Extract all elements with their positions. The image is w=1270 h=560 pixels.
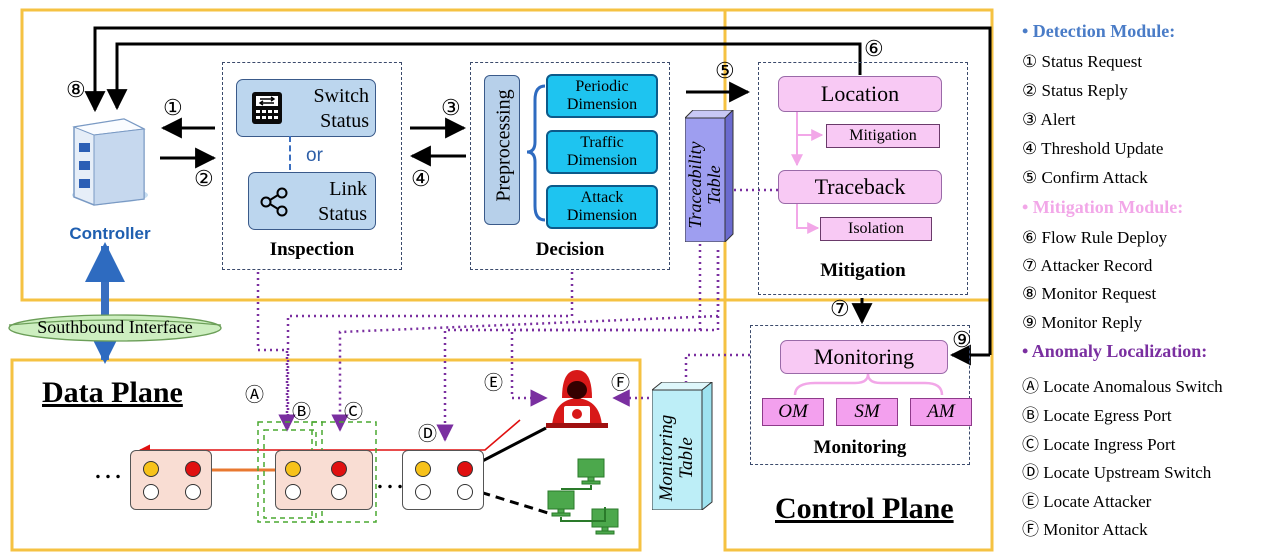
step-7: ⑦	[830, 296, 850, 321]
letter-f: Ⓕ	[611, 373, 631, 394]
control-plane-border	[723, 8, 994, 552]
legend-anomaly-item: Ⓑ Locate Egress Port	[1022, 406, 1172, 425]
traceback-box[interactable]: Traceback	[778, 170, 942, 204]
legend-anomaly-item: Ⓐ Locate Anomalous Switch	[1022, 377, 1223, 396]
monitoring-box[interactable]: Monitoring	[780, 340, 948, 374]
monitoring-title: Monitoring	[813, 437, 907, 458]
monitoring-table-label: Monitoring Table	[656, 414, 697, 502]
legend-detection-heading: • Detection Module:	[1022, 21, 1176, 41]
southbound-interface: Southbound Interface	[6, 313, 224, 343]
legend-detection-item: ② Status Reply	[1022, 81, 1128, 100]
legend-anomaly-item: Ⓔ Locate Attacker	[1022, 492, 1152, 511]
monitor-request-loop	[84, 26, 992, 355]
letter-d: Ⓓ	[418, 424, 438, 445]
control-plane-title: Control Plane	[775, 492, 954, 525]
step-1: ①	[163, 95, 183, 120]
decision-panel	[470, 62, 670, 270]
traceability-table-label: Traceability Table	[685, 141, 724, 229]
step-4: ④	[411, 166, 431, 191]
legend-detection-item: ④ Threshold Update	[1022, 139, 1164, 158]
step-5: ⑤	[715, 58, 735, 83]
traceability-table[interactable]: Traceability Table	[685, 110, 737, 242]
legend-mitigation-item: ⑧ Monitor Request	[1022, 284, 1157, 303]
legend-anomaly-item: Ⓒ Locate Ingress Port	[1022, 435, 1176, 454]
location-box[interactable]: Location	[778, 76, 942, 112]
legend-anomaly-item: Ⓓ Locate Upstream Switch	[1022, 463, 1212, 482]
attacker-icon[interactable]	[542, 366, 612, 430]
switch-3[interactable]	[402, 450, 484, 510]
letter-e: Ⓔ	[484, 373, 504, 394]
legend-detection-item: ① Status Request	[1022, 52, 1143, 71]
switch-icon	[251, 91, 283, 125]
mitigation-panel	[758, 62, 968, 295]
sm-box[interactable]: SM	[836, 398, 898, 426]
legend-mitigation-item: ⑥ Flow Rule Deploy	[1022, 228, 1168, 247]
preprocessing-box[interactable]: Preprocessing	[484, 75, 520, 225]
data-plane-border	[10, 358, 642, 552]
preprocessing-label: Preprocessing	[492, 89, 515, 202]
data-plane-title: Data Plane	[42, 376, 183, 409]
step-2: ②	[194, 166, 214, 191]
letter-a: Ⓐ	[245, 385, 265, 406]
monitoring-table[interactable]: Monitoring Table	[652, 382, 714, 510]
or-connector	[289, 136, 291, 170]
isolation-scroll[interactable]: Isolation	[820, 217, 932, 241]
legend-detection-item: ⑤ Confirm Attack	[1022, 168, 1148, 187]
or-label: or	[306, 145, 323, 166]
ellipsis-mid: …	[375, 462, 405, 495]
flow-rule-line	[106, 42, 862, 111]
legend-mitigation-heading: • Mitigation Module:	[1022, 197, 1184, 217]
legend-mitigation-item: ⑦ Attacker Record	[1022, 256, 1153, 275]
southbound-label: Southbound Interface	[37, 317, 193, 337]
legend-anomaly-heading: • Anomaly Localization:	[1022, 341, 1208, 361]
inspection-panel	[222, 62, 402, 270]
step-6: ⑥	[864, 36, 884, 61]
am-box[interactable]: AM	[910, 398, 972, 426]
share-icon	[259, 187, 289, 222]
switch-2[interactable]	[275, 450, 373, 510]
ellipsis-left: …	[93, 452, 123, 485]
legend-anomaly-item: Ⓕ Monitor Attack	[1022, 520, 1148, 539]
inspection-title: Inspection	[269, 239, 355, 260]
step-8: ⑧	[66, 77, 86, 102]
legend-mitigation-item: ⑨ Monitor Reply	[1022, 313, 1143, 332]
controller-label: Controller	[69, 224, 151, 243]
mitigation-scroll[interactable]: Mitigation	[826, 124, 940, 148]
controller-server-icon[interactable]	[62, 107, 162, 207]
letter-b: Ⓑ	[292, 402, 312, 423]
mitigation-title: Mitigation	[820, 260, 906, 281]
decision-title: Decision	[535, 239, 605, 260]
monitoring-panel	[750, 325, 970, 465]
step-3: ③	[441, 95, 461, 120]
switch-1[interactable]	[130, 450, 212, 510]
om-box[interactable]: OM	[762, 398, 824, 426]
step-9: ⑨	[952, 327, 972, 352]
legend-detection-item: ③ Alert	[1022, 110, 1076, 129]
network-hosts-icon	[540, 455, 630, 545]
letter-c: Ⓒ	[344, 402, 364, 423]
